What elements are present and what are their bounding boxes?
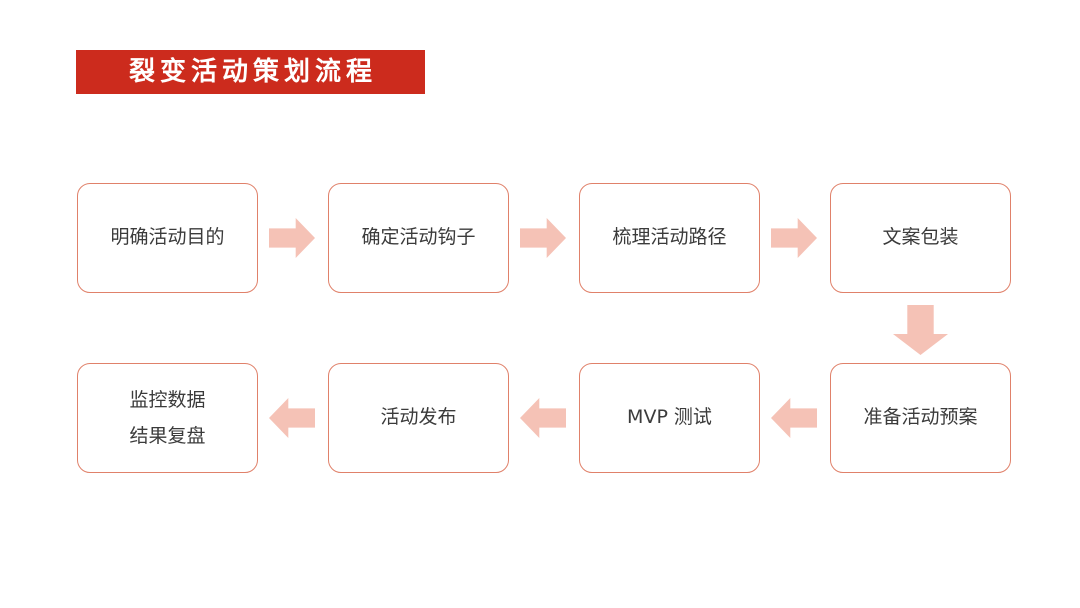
flow-step-7[interactable]: 活动发布 bbox=[328, 363, 509, 473]
arrow-right-icon-2 bbox=[520, 218, 566, 258]
arrow-right-icon-1 bbox=[269, 218, 315, 258]
page-title: 裂变活动策划流程 bbox=[128, 57, 377, 87]
arrow-left-icon-1 bbox=[771, 398, 817, 438]
flow-step-3[interactable]: 梳理活动路径 bbox=[579, 183, 760, 293]
flow-step-1-label: 明确活动目的 bbox=[110, 226, 225, 249]
flow-step-6-label: MVP 测试 bbox=[627, 406, 712, 429]
flow-step-7-label: 活动发布 bbox=[380, 406, 457, 429]
flow-step-2-label: 确定活动钩子 bbox=[361, 226, 476, 249]
flow-step-3-label: 梳理活动路径 bbox=[612, 226, 727, 249]
arrow-left-icon-2 bbox=[520, 398, 566, 438]
flow-step-5-label: 准备活动预案 bbox=[863, 406, 978, 429]
flow-step-8[interactable]: 监控数据 结果复盘 bbox=[77, 363, 258, 473]
flow-step-5[interactable]: 准备活动预案 bbox=[830, 363, 1011, 473]
flow-step-4[interactable]: 文案包装 bbox=[830, 183, 1011, 293]
flow-step-8-label-line1: 监控数据 bbox=[129, 388, 206, 411]
flow-step-6[interactable]: MVP 测试 bbox=[579, 363, 760, 473]
flow-step-4-label: 文案包装 bbox=[882, 226, 959, 249]
flow-step-8-label-line2: 结果复盘 bbox=[129, 425, 206, 447]
flow-step-2[interactable]: 确定活动钩子 bbox=[328, 183, 509, 293]
arrow-right-icon-3 bbox=[771, 218, 817, 258]
title-banner: 裂变活动策划流程 bbox=[76, 50, 425, 94]
flow-step-1[interactable]: 明确活动目的 bbox=[77, 183, 258, 293]
arrow-down-icon-1 bbox=[893, 305, 948, 355]
arrow-left-icon-3 bbox=[269, 398, 315, 438]
